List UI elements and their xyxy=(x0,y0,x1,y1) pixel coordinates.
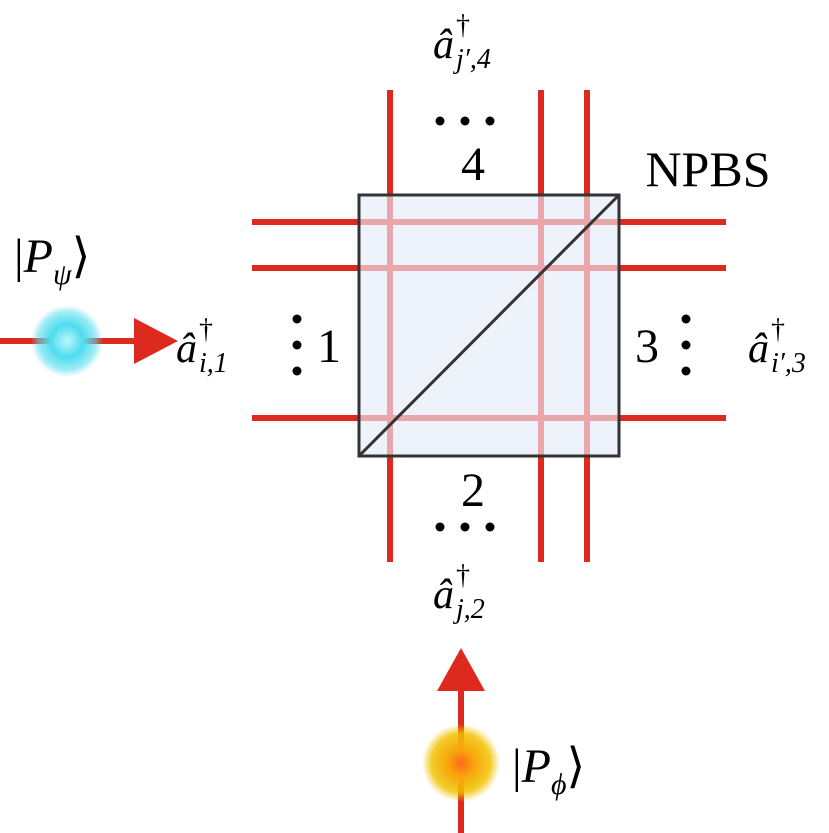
phi-arrowhead xyxy=(437,648,485,691)
dot xyxy=(681,366,691,376)
dot xyxy=(435,522,445,532)
operator-port-1: â†i,1 xyxy=(176,314,228,379)
dot xyxy=(485,116,495,126)
ellipsis-dots xyxy=(292,116,691,532)
dot xyxy=(435,116,445,126)
psi-arrowhead xyxy=(134,318,178,364)
mode-lines-outside xyxy=(252,90,726,562)
dot xyxy=(460,522,470,532)
dot xyxy=(681,340,691,350)
port-number-3: 3 xyxy=(635,320,659,373)
dot xyxy=(292,366,302,376)
mode-lines-inside xyxy=(359,195,619,456)
port-number-2: 2 xyxy=(461,464,485,517)
dot xyxy=(292,314,302,324)
cube-diagonal xyxy=(357,193,621,458)
dot xyxy=(460,116,470,126)
dot xyxy=(292,340,302,350)
operator-port-3: â†i′,3 xyxy=(748,314,806,379)
psi-photon xyxy=(31,305,103,377)
dot xyxy=(681,314,691,324)
state-psi: |Pψ⟩ xyxy=(14,230,90,291)
port-number-4: 4 xyxy=(461,138,485,191)
input-psi xyxy=(0,305,178,377)
operator-port-2: â†j,2 xyxy=(433,560,485,625)
npbs-cube xyxy=(357,193,621,458)
dot xyxy=(485,522,495,532)
operator-port-4: â†j′,4 xyxy=(433,10,491,75)
port-number-1: 1 xyxy=(317,320,341,373)
device-label: NPBS xyxy=(645,141,770,197)
cube-outline xyxy=(357,193,621,458)
phi-photon xyxy=(422,724,500,802)
input-phi xyxy=(422,648,500,833)
state-phi: |Pϕ⟩ xyxy=(512,740,585,801)
